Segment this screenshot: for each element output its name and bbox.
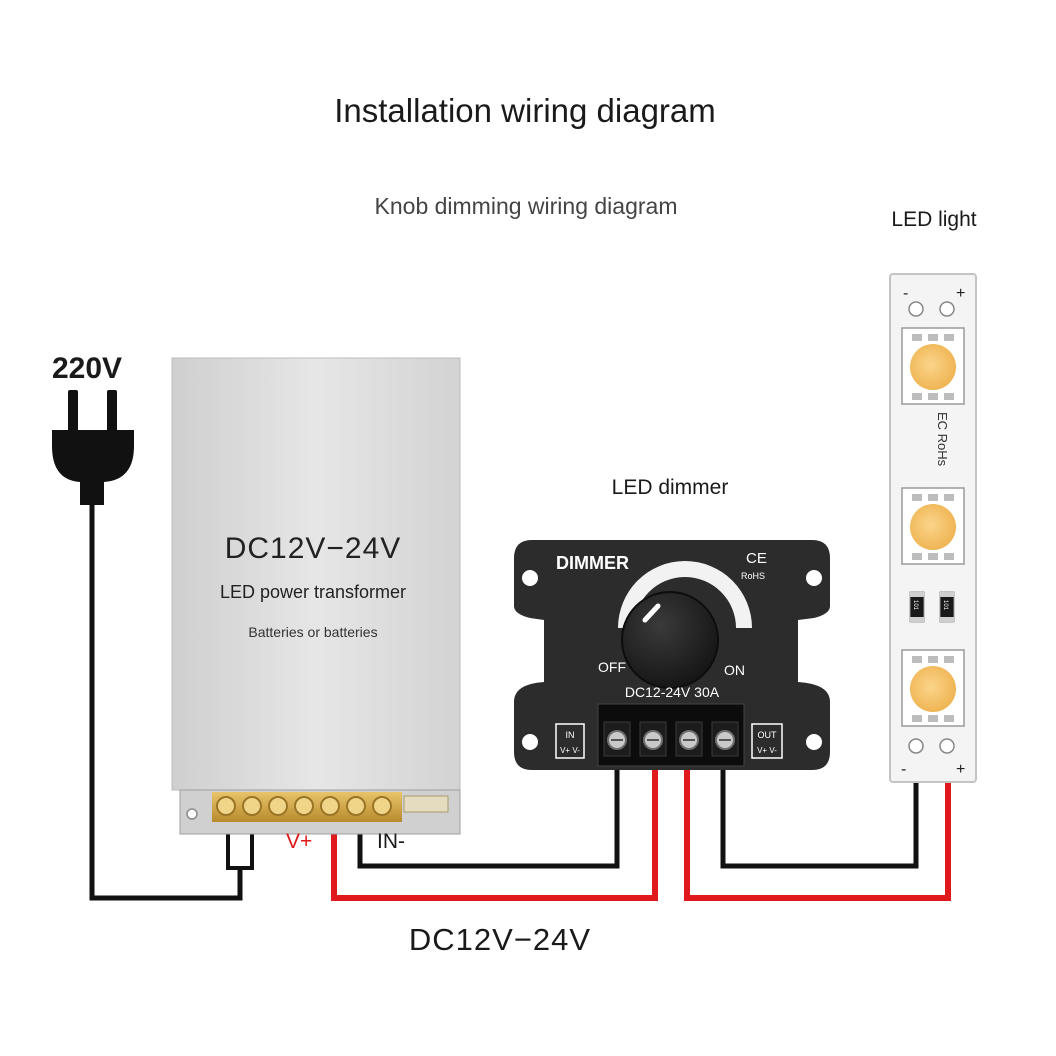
led-strip-resistor-code-right: 101	[942, 600, 948, 611]
wires	[89, 505, 951, 901]
led-chip	[901, 487, 965, 565]
psu-note: Batteries or batteries	[248, 624, 377, 640]
led-chip	[901, 649, 965, 727]
dimmer-in-box	[555, 723, 585, 759]
dimmer-mount-hole-tr	[806, 570, 822, 586]
dimmer-terminal-screws	[603, 721, 739, 757]
dimmer-mount-hole-bl	[522, 734, 538, 750]
bottom-voltage-label: DC12V−24V	[409, 922, 591, 957]
led-strip-bottom-minus: -	[901, 761, 906, 778]
page-subtitle: Knob dimming wiring diagram	[375, 193, 678, 219]
dimmer-brand-label: DIMMER	[556, 553, 629, 573]
dimmer-mount-hole-tl	[522, 570, 538, 586]
led-strip-resistor-code-left: 101	[912, 600, 918, 611]
dimmer-out-terminals: V+ V-	[757, 746, 777, 755]
led-strip-bottom-plus: +	[956, 761, 965, 778]
led-chip	[901, 327, 965, 405]
dimmer: LED dimmer DIMMER CE RoHS OFF ON DC12-24…	[514, 476, 830, 770]
psu-terminal-vplus: V+	[286, 830, 312, 853]
led-strip-bottom-pad-minus	[908, 738, 924, 754]
psu-terminal-screws	[216, 796, 392, 816]
led-strip-top-pad-minus	[908, 301, 924, 317]
plug-icon	[52, 430, 134, 505]
dimmer-rating-label: DC12-24V 30A	[625, 684, 720, 700]
mains-voltage-label: 220V	[52, 352, 122, 385]
led-strip-top-plus: +	[956, 285, 965, 302]
psu-negative-wire	[357, 752, 620, 869]
led-strip-top-pad-plus	[939, 301, 955, 317]
led-positive-wire	[684, 752, 951, 901]
power-supply: DC12V−24V LED power transformer Batterie…	[171, 357, 461, 853]
mains-plug: 220V	[52, 352, 134, 505]
led-strip: LED light - + EC RoHs	[889, 208, 977, 783]
dimmer-mount-hole-br	[806, 734, 822, 750]
dimmer-in-terminals: V+ V-	[560, 746, 580, 755]
led-strip-bottom-pad-plus	[939, 738, 955, 754]
psu-voltage-label: DC12V−24V	[225, 532, 402, 565]
dimmer-knob-indicator	[642, 603, 661, 623]
dimmer-on-label: ON	[724, 662, 745, 678]
dimmer-level-arc	[618, 561, 752, 628]
mains-wire-loop	[226, 830, 254, 870]
psu-name: LED power transformer	[220, 582, 406, 602]
page-title: Installation wiring diagram	[334, 92, 716, 129]
dimmer-ce-mark: CE	[746, 550, 767, 567]
led-strip-caption: LED light	[891, 208, 976, 231]
led-strip-top-minus: -	[903, 285, 908, 302]
dimmer-caption: LED dimmer	[612, 476, 729, 499]
plug-pin-left	[68, 390, 78, 432]
dimmer-off-label: OFF	[598, 659, 626, 675]
dimmer-rohs-mark: RoHS	[741, 571, 765, 581]
dimmer-out-label: OUT	[758, 730, 778, 740]
psu-adjust-pot	[403, 795, 449, 813]
dimmer-knob[interactable]	[621, 591, 719, 689]
led-strip-resistors	[909, 591, 955, 623]
plug-pin-right	[107, 390, 117, 432]
psu-body	[172, 358, 460, 790]
dimmer-in-label: IN	[566, 730, 575, 740]
psu-mount-hole	[186, 808, 198, 820]
led-negative-wire	[720, 752, 919, 869]
psu-positive-wire	[331, 752, 658, 901]
led-strip-certification: EC RoHs	[935, 412, 950, 467]
psu-terminal-inminus: IN-	[377, 830, 405, 853]
mains-wire-outer	[89, 505, 243, 901]
dimmer-out-box	[751, 723, 783, 759]
